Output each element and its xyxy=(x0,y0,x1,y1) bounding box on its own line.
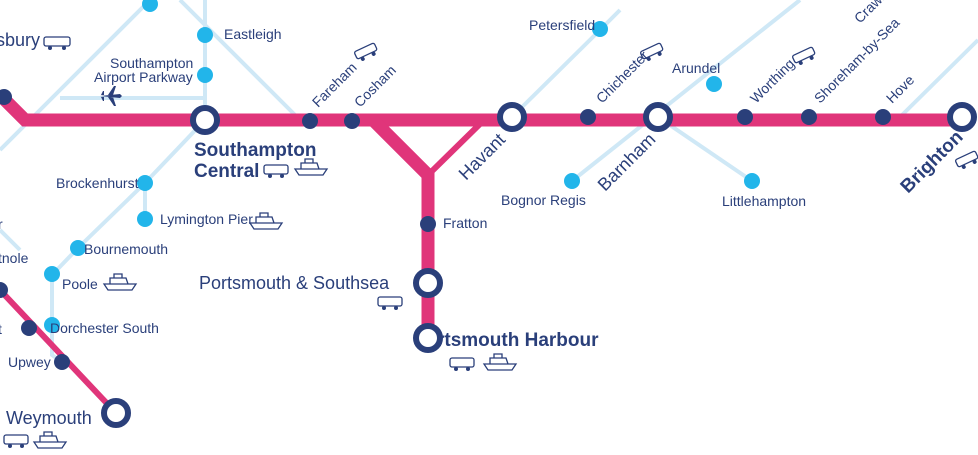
ferry-icon xyxy=(248,212,284,230)
main-line-portsmouth xyxy=(368,115,435,340)
station-dot-lymington-pier[interactable] xyxy=(137,211,153,227)
label-weymouth: Weymouth xyxy=(6,408,92,428)
label-dorchester-south: Dorchester South xyxy=(50,320,159,336)
label-brockenhurst: Brockenhurst xyxy=(56,175,139,191)
station-dot-worthing[interactable] xyxy=(737,109,753,125)
minor-line-littlehampton xyxy=(656,115,754,183)
label-eastleigh: Eastleigh xyxy=(224,26,282,42)
label-petersfield: Petersfield xyxy=(529,17,595,33)
label-southampton-airport-2: Airport Parkway xyxy=(94,69,193,85)
station-dot-dorchester-south[interactable] xyxy=(44,317,60,333)
label-southampton-central-2: Central xyxy=(194,161,259,182)
bus-icon xyxy=(3,434,29,448)
station-dot-upwey[interactable] xyxy=(54,354,70,370)
hub-barnham[interactable] xyxy=(643,102,673,132)
station-dot-fratton[interactable] xyxy=(420,216,436,232)
hub-portsmouth-harbour[interactable] xyxy=(413,323,443,353)
bus-icon xyxy=(43,36,71,50)
label-branksome-partial: tnole xyxy=(0,250,29,266)
label-lymington-pier: Lymington Pier xyxy=(160,211,253,227)
station-dot-salisbury-junction[interactable] xyxy=(0,89,12,105)
minor-line-eastleigh-fareham xyxy=(178,0,302,122)
label-bournemouth: Bournemouth xyxy=(84,241,168,257)
label-portsmouth-southsea: Portsmouth & Southsea xyxy=(199,273,390,293)
label-southampton-airport-1: Southampton xyxy=(110,55,193,71)
label-brighton: Brighton xyxy=(897,127,968,198)
minor-stations xyxy=(44,0,760,333)
bus-icon xyxy=(449,357,475,371)
hub-weymouth[interactable] xyxy=(101,398,131,428)
label-bognor-regis: Bognor Regis xyxy=(501,192,586,208)
bus-icon xyxy=(263,164,289,178)
station-dot-top[interactable] xyxy=(142,0,158,12)
label-chichester: Chichester xyxy=(593,47,652,106)
label-fratton: Fratton xyxy=(443,215,487,231)
ferry-icon xyxy=(32,431,68,449)
station-dot-southampton-airport[interactable] xyxy=(197,67,213,83)
ferry-icon xyxy=(102,273,138,291)
label-salisbury: sbury xyxy=(0,30,40,50)
hub-southampton-central[interactable] xyxy=(190,105,220,135)
station-dot-cosham[interactable] xyxy=(344,113,360,129)
station-dot-petersfield[interactable] xyxy=(592,21,608,37)
label-crawley: Crawl xyxy=(851,0,888,26)
station-dot-arundel[interactable] xyxy=(706,76,722,92)
hub-portsmouth-southsea[interactable] xyxy=(413,268,443,298)
station-dot-brockenhurst[interactable] xyxy=(137,175,153,191)
station-dot-partial-left[interactable] xyxy=(21,320,37,336)
ferry-icon xyxy=(482,353,518,371)
ferry-icon xyxy=(293,158,329,176)
main-line-havant-spur xyxy=(425,117,487,178)
station-dot-littlehampton[interactable] xyxy=(744,173,760,189)
label-partial-mid: t xyxy=(0,321,2,337)
main-line-weymouth xyxy=(0,287,118,415)
station-dot-bournemouth[interactable] xyxy=(70,240,86,256)
minor-line-brighton-north xyxy=(898,38,978,119)
label-hove: Hove xyxy=(883,72,918,107)
label-littlehampton: Littlehampton xyxy=(722,193,806,209)
bus-icon xyxy=(354,42,378,61)
bus-icon xyxy=(377,296,403,310)
transport-icons xyxy=(3,36,978,449)
label-arundel: Arundel xyxy=(672,60,720,76)
station-dot-fareham[interactable] xyxy=(302,113,318,129)
minor-line-southwest xyxy=(50,118,207,364)
bus-icon xyxy=(640,42,664,61)
minor-line-salisbury xyxy=(0,0,152,152)
label-upwey: Upwey xyxy=(8,354,51,370)
airplane-icon xyxy=(100,86,122,106)
label-poole: Poole xyxy=(62,276,98,292)
station-dot-hove[interactable] xyxy=(875,109,891,125)
label-partial-top: r xyxy=(0,216,3,232)
label-southampton-central-1: Southampton xyxy=(194,140,316,161)
hub-havant[interactable] xyxy=(497,102,527,132)
label-portsmouth-harbour: rtsmouth Harbour xyxy=(437,330,599,351)
label-worthing: Worthing xyxy=(747,55,798,106)
station-dot-bognor-regis[interactable] xyxy=(564,173,580,189)
bus-icon xyxy=(792,46,816,65)
hub-brighton[interactable] xyxy=(947,102,977,132)
bus-icon xyxy=(955,150,978,169)
station-dot-shoreham[interactable] xyxy=(801,109,817,125)
station-dot-chichester[interactable] xyxy=(580,109,596,125)
minor-line-left xyxy=(0,228,22,252)
label-fareham: Fareham xyxy=(309,59,360,110)
main-stations xyxy=(0,89,891,370)
hub-stations xyxy=(101,102,977,428)
station-dot-branksome[interactable] xyxy=(0,282,8,298)
minor-line-bognor-arundel xyxy=(570,0,802,183)
station-dot-poole[interactable] xyxy=(44,266,60,282)
station-dot-eastleigh[interactable] xyxy=(197,27,213,43)
